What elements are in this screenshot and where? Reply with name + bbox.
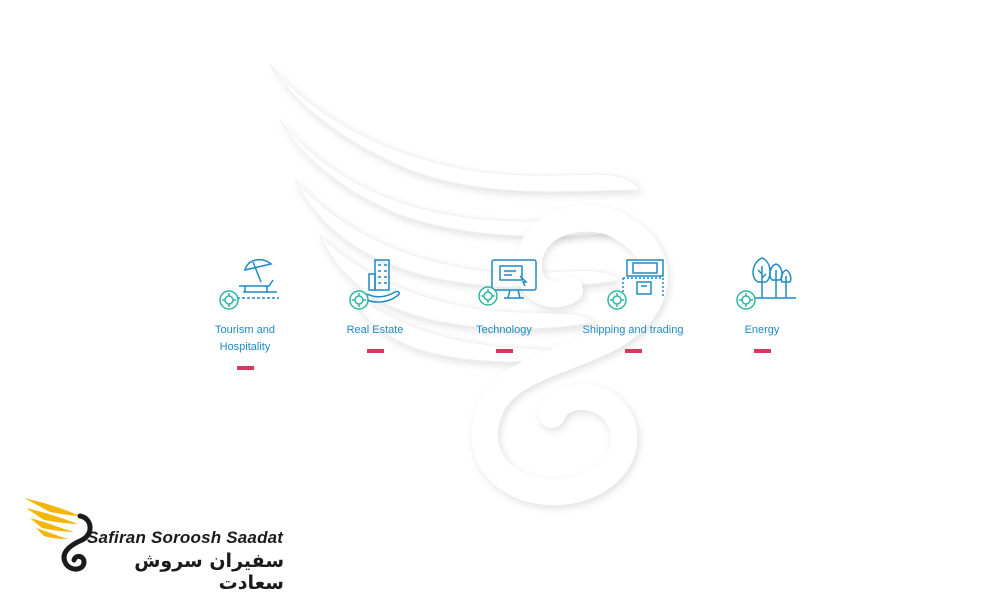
sector-label: Technology: [476, 324, 532, 336]
accent-bar: [753, 349, 771, 353]
sector-label: Energy: [744, 324, 780, 336]
accent-bar: [236, 366, 254, 370]
accent-bar: [495, 349, 513, 353]
sector-energy[interactable]: Energy: [692, 252, 832, 353]
cargo-shipping-icon: [597, 252, 669, 312]
accent-bar: [366, 349, 384, 353]
brand-logo: Safiran Soroosh Saadat سفیران سروش سعادت: [22, 494, 312, 594]
sector-shipping-trading[interactable]: Shipping and trading: [563, 252, 703, 353]
sector-technology[interactable]: Technology: [434, 252, 574, 353]
building-hand-icon: [339, 252, 411, 312]
sector-label: Tourism and Hospitality: [215, 324, 275, 353]
trees-icon: [726, 252, 798, 312]
accent-bar: [624, 349, 642, 353]
beach-umbrella-icon: [209, 252, 281, 312]
sector-label: Shipping and trading: [582, 324, 684, 336]
sector-label: Real Estate: [346, 324, 404, 336]
sector-tourism-hospitality[interactable]: Tourism and Hospitality: [175, 252, 315, 370]
brand-name-latin: Safiran Soroosh Saadat: [87, 528, 284, 547]
brand-name-persian: سفیران سروش سعادت: [134, 550, 284, 594]
swan-wing-logo-icon: [24, 498, 93, 572]
sector-real-estate[interactable]: Real Estate: [305, 252, 445, 353]
computer-monitor-icon: [468, 252, 540, 312]
